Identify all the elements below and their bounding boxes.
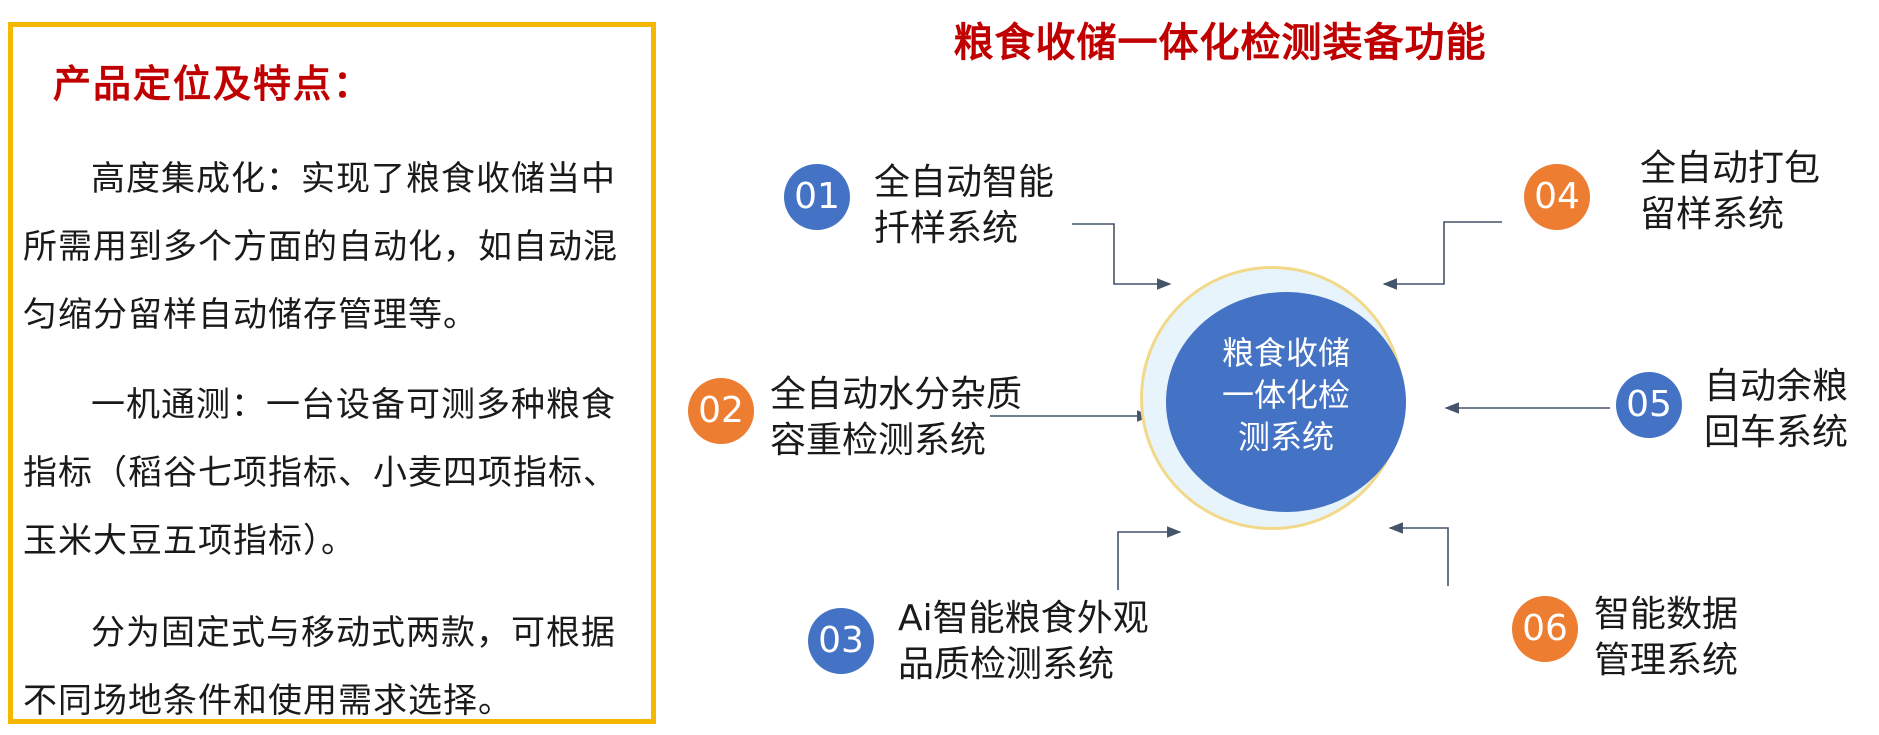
center-label-line: 一体化检 [1221,376,1350,414]
center-label-line: 测系统 [1237,418,1334,456]
connector-03 [1117,526,1182,590]
node-02-label: 全自动水分杂质 容重检测系统 [770,372,1022,464]
node-05-badge: 05 [1616,372,1682,438]
feature-paragraph-multi-test: 一机通测：一台设备可测多种粮食指标（稻谷七项指标、小麦四项指标、玉米大豆五项指标… [23,385,618,561]
node-06-badge: 06 [1512,596,1578,662]
node-01-badge: 01 [784,164,850,230]
node-03-line: 品质检测系统 [898,644,1115,685]
node-03-line: Ai智能粮食外观 [898,598,1149,639]
features-heading: 产品定位及特点： [53,62,374,106]
node-04-badge: 04 [1524,164,1590,230]
node-06-line: 管理系统 [1594,640,1739,681]
feature-paragraph-models: 分为固定式与移动式两款，可根据不同场地条件和使用需求选择。 [23,613,616,721]
node-05-line: 回车系统 [1704,412,1849,453]
node-04-line: 全自动打包 [1640,148,1821,189]
connector-06 [1388,522,1449,586]
node-06-line: 智能数据 [1594,594,1739,635]
node-05-line: 自动余粮 [1704,366,1849,407]
node-06-label: 智能数据 管理系统 [1594,592,1738,684]
feature-paragraph-integration: 高度集成化：实现了粮食收储当中所需用到多个方面的自动化，如自动混匀缩分留样自动储… [23,159,618,335]
node-03-label: Ai智能粮食外观 品质检测系统 [898,596,1149,688]
center-label: 粮食收储 一体化检 测系统 [1176,332,1396,458]
node-01-line: 全自动智能 [874,162,1055,203]
node-02-badge: 02 [688,378,754,444]
connector-01 [1072,223,1172,290]
diagram-title: 粮食收储一体化检测装备功能 [953,20,1487,66]
node-01-label: 全自动智能 扦样系统 [874,160,1054,252]
connector-04 [1382,221,1502,290]
node-03-badge: 03 [808,608,874,674]
center-circle [1166,292,1406,512]
center-label-line: 粮食收储 [1221,334,1350,372]
node-02-line: 全自动水分杂质 [770,374,1023,415]
node-02-line: 容重检测系统 [770,420,987,461]
node-01-line: 扦样系统 [874,208,1019,249]
node-05-label: 自动余粮 回车系统 [1704,364,1848,456]
features-box: 产品定位及特点： 高度集成化：实现了粮食收储当中所需用到多个方面的自动化，如自动… [8,22,656,724]
node-04-label: 全自动打包 留样系统 [1640,146,1820,238]
node-04-line: 留样系统 [1640,194,1785,235]
